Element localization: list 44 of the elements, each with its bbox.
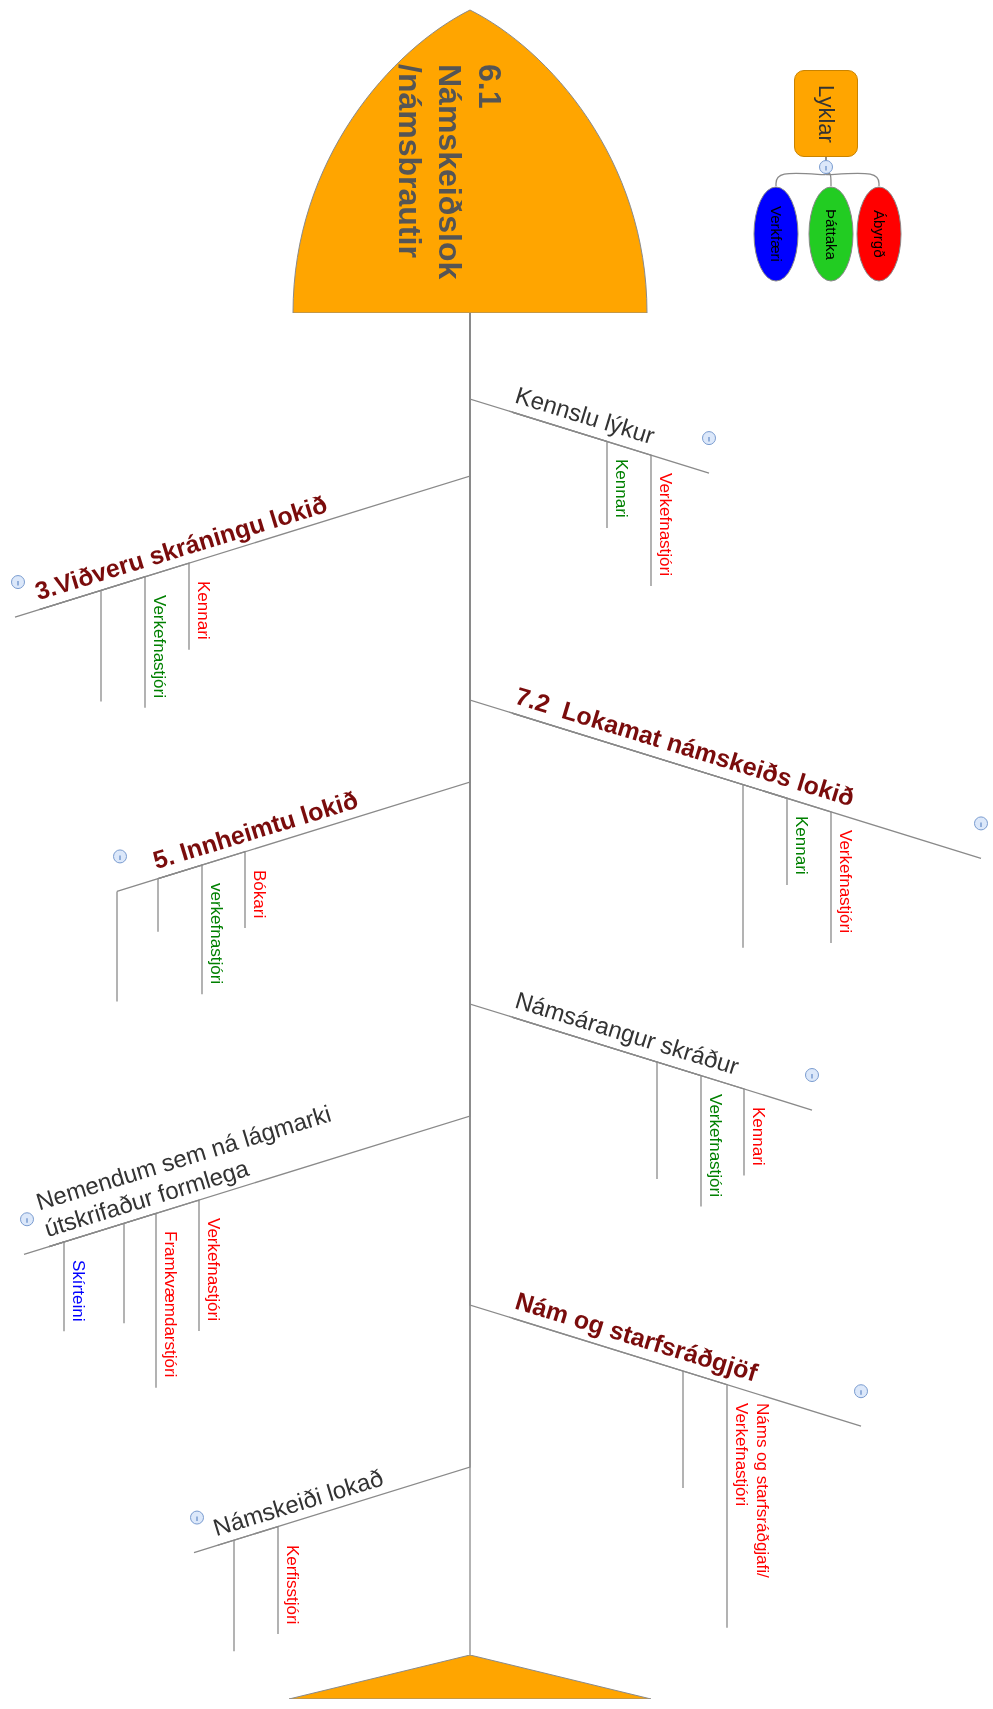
leaf-line bbox=[100, 589, 102, 703]
leaf-label: Bókari bbox=[249, 869, 270, 918]
key-label: Þáttaka bbox=[822, 208, 840, 260]
key-box bbox=[794, 70, 858, 157]
key-ellipse bbox=[753, 186, 799, 282]
leaf-label: Verkefnastjóri bbox=[835, 829, 856, 933]
key-ellipse bbox=[808, 186, 854, 282]
leaf-label: Náms og starfsráðgjafi/ Verkefnastjóri bbox=[731, 1402, 772, 1618]
key-label: Ábyrgð bbox=[870, 210, 888, 258]
leaf-label: Kennari bbox=[748, 1106, 769, 1166]
leaf-label: Framkvæmdarstjóri bbox=[160, 1231, 181, 1378]
leaf-line bbox=[511, 1016, 745, 1177]
leaf-label: verkefnastjóri bbox=[206, 883, 227, 985]
leaf-line bbox=[233, 1539, 235, 1652]
leaf-label: Skírteini bbox=[68, 1259, 89, 1322]
leaf-label: Verkefnastjóri bbox=[655, 473, 676, 577]
key-title: Lyklar bbox=[813, 84, 839, 143]
key-ellipse bbox=[856, 186, 902, 282]
leaf-line bbox=[217, 1525, 279, 1635]
leaf-line bbox=[39, 562, 190, 651]
leaf-line bbox=[123, 1222, 125, 1324]
leaf-label: Kennari bbox=[611, 459, 632, 519]
leaf-line bbox=[742, 784, 744, 949]
leaf-label: Verkefnastjóri bbox=[705, 1093, 726, 1197]
leaf-line bbox=[682, 1370, 684, 1489]
leaf-label: Kerfisstjóri bbox=[282, 1544, 303, 1624]
leaf-label: Verkefnastjóri bbox=[203, 1218, 224, 1321]
tail-shape bbox=[289, 1655, 651, 1699]
leaf-line bbox=[116, 890, 118, 1003]
leaf-line bbox=[656, 1061, 658, 1180]
leaf-line bbox=[48, 1199, 200, 1332]
leaf-label: Kennari bbox=[791, 816, 812, 875]
head-shape bbox=[292, 9, 648, 313]
branch-label: Kennslu lýkur bbox=[512, 381, 658, 451]
leaf-line bbox=[511, 712, 832, 944]
leaf-label: Kennari bbox=[193, 581, 214, 640]
leaf-line bbox=[511, 411, 652, 587]
connector-line bbox=[825, 156, 880, 187]
key-label: Verkfæri bbox=[767, 206, 785, 262]
leaf-label: Verkefnastjóri bbox=[149, 594, 170, 698]
leaf-line bbox=[511, 1317, 728, 1629]
leaf-line bbox=[157, 850, 246, 929]
leaf-line bbox=[157, 878, 159, 933]
head-title: 6.1 Námskeiðslok /námsbrautir bbox=[391, 64, 509, 282]
